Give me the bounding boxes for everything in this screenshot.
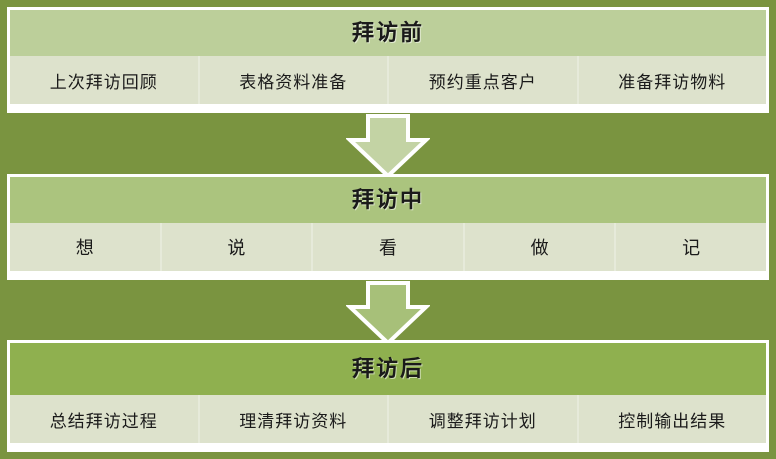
stage-cell[interactable]: 做 xyxy=(464,223,617,271)
stage-panel-during-visit: 拜访中 想 说 看 做 记 xyxy=(7,174,769,280)
stage-cell[interactable]: 调整拜访计划 xyxy=(389,395,579,443)
stage-title-post-visit: 拜访后 xyxy=(10,343,766,395)
stage-title-during-visit: 拜访中 xyxy=(10,177,766,223)
stage-cell[interactable]: 预约重点客户 xyxy=(389,56,579,104)
stage-title-pre-visit: 拜访前 xyxy=(10,10,766,56)
stage-cell[interactable]: 记 xyxy=(616,223,766,271)
stage-cell-row-post-visit: 总结拜访过程 理清拜访资料 调整拜访计划 控制输出结果 xyxy=(10,395,766,443)
stage-panel-post-visit: 拜访后 总结拜访过程 理清拜访资料 调整拜访计划 控制输出结果 xyxy=(7,340,769,452)
stage-cell[interactable]: 说 xyxy=(161,223,314,271)
stage-cell[interactable]: 准备拜访物料 xyxy=(578,56,766,104)
stage-cell[interactable]: 总结拜访过程 xyxy=(10,395,200,443)
stage-cell[interactable]: 想 xyxy=(10,223,162,271)
stage-cell[interactable]: 上次拜访回顾 xyxy=(10,56,200,104)
stage-cell[interactable]: 理清拜访资料 xyxy=(199,395,389,443)
stage-cell[interactable]: 控制输出结果 xyxy=(578,395,766,443)
arrow-down-icon xyxy=(344,281,432,346)
arrow-down-icon xyxy=(344,114,432,179)
stage-cell-row-pre-visit: 上次拜访回顾 表格资料准备 预约重点客户 准备拜访物料 xyxy=(10,56,766,104)
stage-cell[interactable]: 表格资料准备 xyxy=(199,56,389,104)
stage-cell[interactable]: 看 xyxy=(313,223,465,271)
stage-panel-pre-visit: 拜访前 上次拜访回顾 表格资料准备 预约重点客户 准备拜访物料 xyxy=(7,7,769,113)
stage-cell-row-during-visit: 想 说 看 做 记 xyxy=(10,223,766,271)
